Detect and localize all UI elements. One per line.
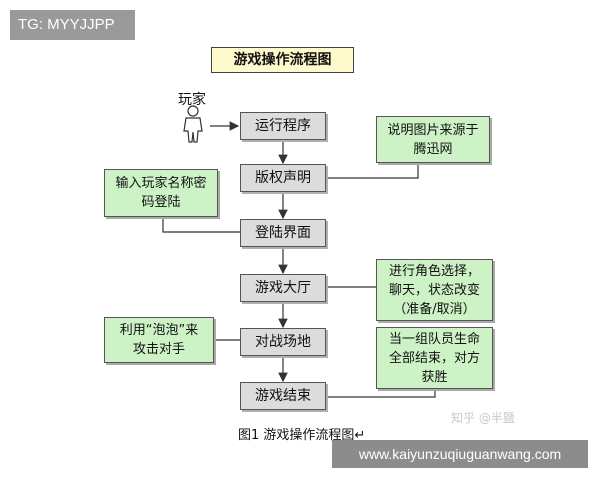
figure-caption: 图1 游戏操作流程图↵ [238,428,366,443]
note-bubble: 利用“泡泡”来 攻击对手 [104,317,214,363]
note-lobby-line-3: （准备/取消） [393,301,476,317]
diagram-title: 游戏操作流程图 [211,47,354,73]
note-lobby-line-2: 聊天，状态改变 [388,282,480,298]
player-label: 玩家 [178,92,206,108]
note-login-line-1: 输入玩家名称密 [115,176,207,191]
url-watermark: www.kaiyunzuqiuguanwang.com [332,440,588,468]
connector-end [326,390,436,398]
note-bubble-line-2: 攻击对手 [132,342,185,357]
step-run-program: 运行程序 [240,112,326,140]
note-bubble-line-1: 利用“泡泡”来 [119,323,199,338]
note-end-line-2: 全部结束，对方 [388,350,480,366]
note-end-line-3: 获胜 [421,369,448,385]
note-login-input: 输入玩家名称密 码登陆 [104,169,218,217]
zhihu-watermark: 知乎 @半鹽 [451,411,515,425]
note-end-line-1: 当一组队员生命 [388,331,480,347]
connector-source [326,164,419,179]
step-login: 登陆界面 [240,219,326,247]
note-lobby: 进行角色选择， 聊天，状态改变 （准备/取消） [376,259,493,321]
step-lobby: 游戏大厅 [240,274,326,302]
note-lobby-line-1: 进行角色选择， [388,263,480,279]
step-game-over: 游戏结束 [240,382,326,410]
person-icon [183,105,203,143]
note-end: 当一组队员生命 全部结束，对方 获胜 [376,327,493,389]
note-source-line-1: 说明图片来源于 [387,122,479,138]
step-battle: 对战场地 [240,328,326,356]
note-source: 说明图片来源于 腾迅网 [376,116,490,163]
tg-watermark: TG: MYYJJPP [10,10,135,40]
note-login-line-2: 码登陆 [141,195,181,210]
note-source-line-2: 腾迅网 [413,141,453,157]
step-copyright: 版权声明 [240,164,326,192]
connector-login [162,217,240,233]
